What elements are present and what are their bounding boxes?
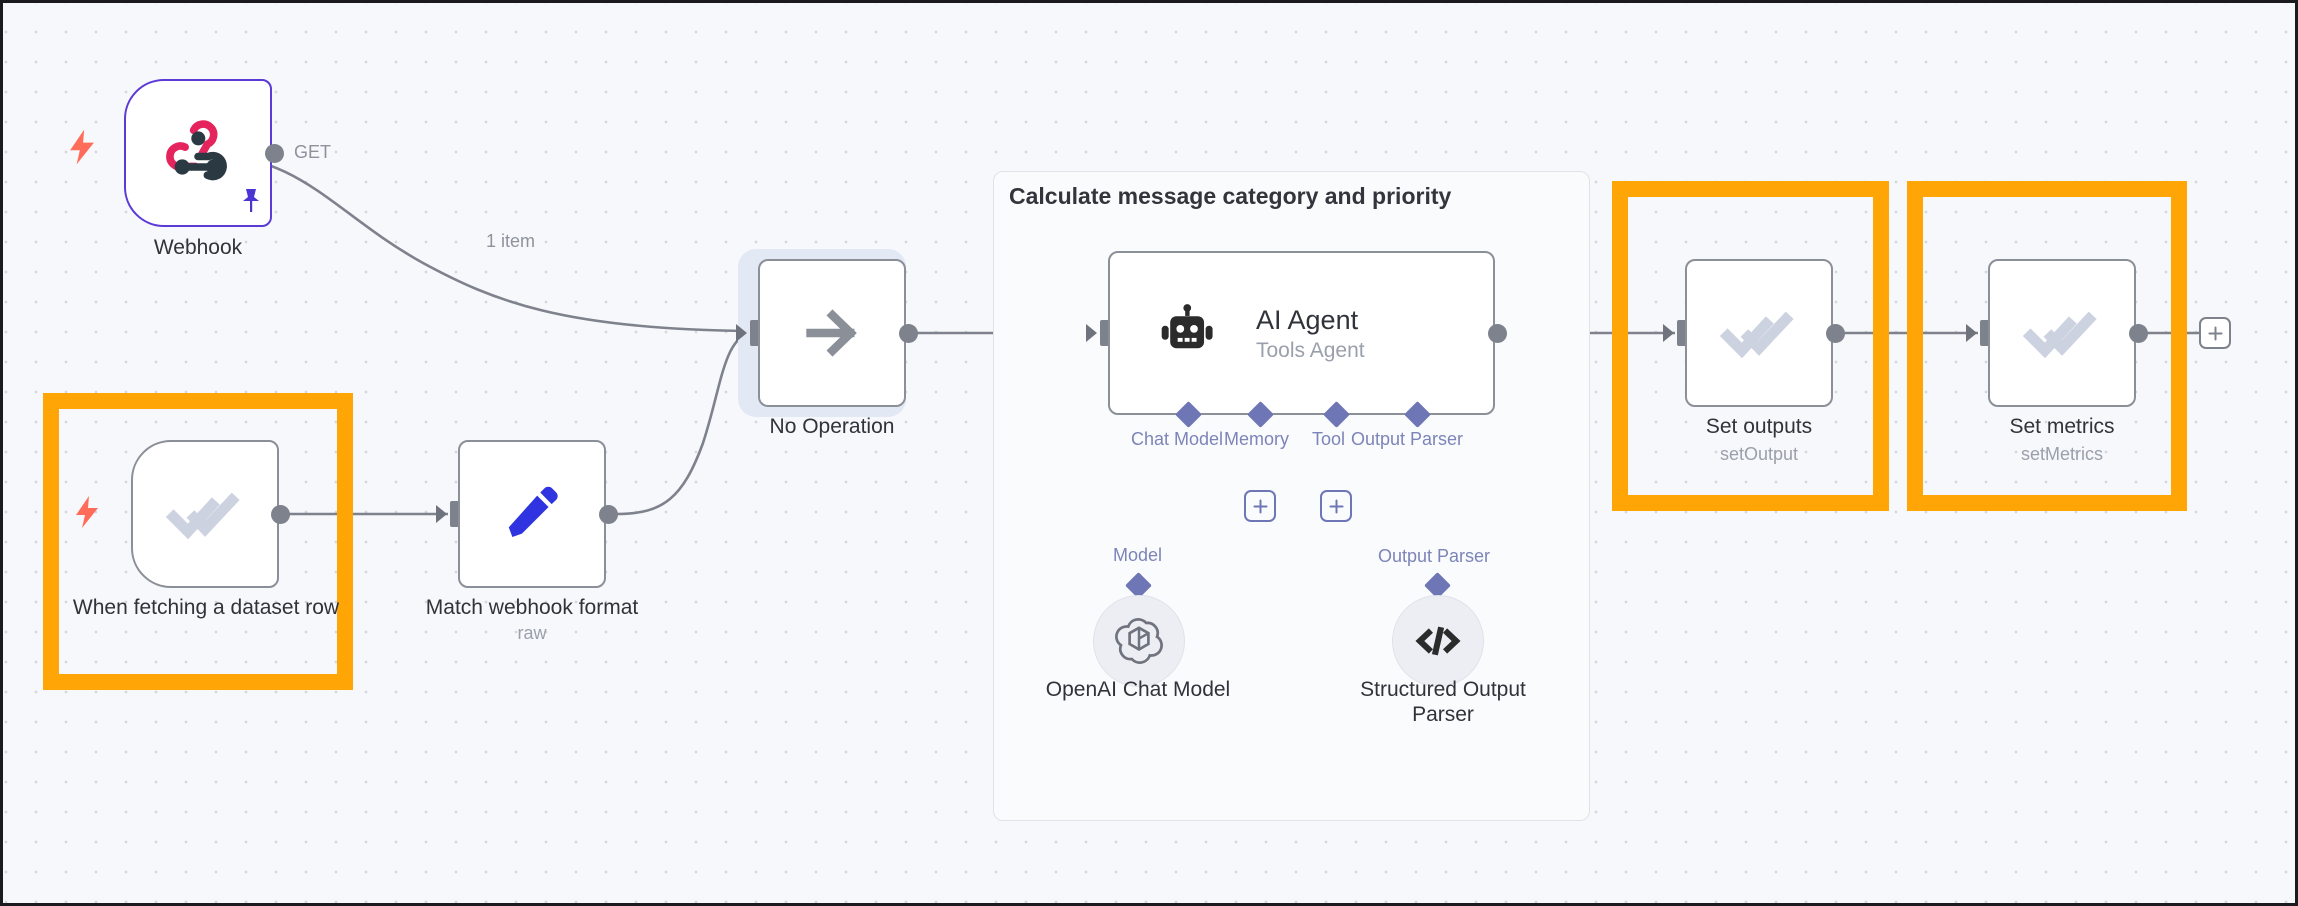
add-tool-button[interactable]	[1320, 490, 1352, 522]
plus-icon	[2207, 325, 2223, 341]
connection-label-one-item: 1 item	[483, 231, 539, 252]
openai-icon	[1115, 618, 1163, 664]
pin-icon	[241, 188, 261, 214]
node-set-metrics[interactable]	[1988, 259, 2136, 407]
webhook-icon	[166, 120, 227, 181]
port-in-set-outputs[interactable]	[1677, 320, 1688, 346]
port-out-set-outputs[interactable]	[1826, 324, 1845, 343]
group-title: Calculate message category and priority	[1009, 183, 1452, 209]
highlight-box-set-metrics	[1907, 181, 2187, 511]
node-openai-chat-model[interactable]	[1093, 595, 1185, 687]
double-check-icon	[2022, 311, 2097, 359]
node-sublabel-ai-agent: Tools Agent	[1256, 338, 1365, 362]
add-memory-button[interactable]	[1244, 490, 1276, 522]
node-sublabel-set-outputs: setOutput	[1719, 444, 1799, 464]
node-ai-agent[interactable]: AI Agent Tools Agent	[1108, 251, 1495, 415]
node-structured-output-parser[interactable]	[1392, 595, 1484, 687]
node-sublabel-match-webhook-format: raw	[517, 623, 547, 643]
port-in-arrow-match-webhook-format	[436, 505, 447, 523]
port-out-match-webhook-format[interactable]	[599, 505, 618, 524]
arrow-right-icon	[806, 309, 857, 357]
highlight-box-set-outputs	[1612, 181, 1889, 511]
port-out-when-fetching-a-dataset-row[interactable]	[271, 505, 290, 524]
node-set-outputs[interactable]	[1685, 259, 1833, 407]
port-in-arrow-set-metrics	[1966, 324, 1977, 342]
double-check-icon	[165, 492, 240, 540]
port-in-arrow-ai-agent	[1086, 324, 1097, 342]
plus-icon	[1328, 498, 1344, 514]
robot-icon	[1161, 304, 1213, 349]
port-label-tool: Tool	[1312, 429, 1346, 449]
trigger-bolt-icon	[69, 129, 95, 165]
node-label-no-operation: No Operation	[769, 415, 895, 438]
node-match-webhook-format[interactable]	[458, 440, 606, 588]
add-next-node-button[interactable]	[2199, 317, 2231, 349]
sub-connection-label-model: Model	[1113, 545, 1163, 565]
pencil-icon	[508, 486, 558, 537]
node-label-ai-agent: AI Agent	[1256, 304, 1359, 335]
port-out-webhook[interactable]	[265, 144, 284, 163]
code-brackets-icon	[1415, 626, 1461, 656]
node-label-match-webhook-format: Match webhook format	[425, 596, 639, 619]
node-webhook[interactable]	[124, 79, 272, 227]
double-check-icon	[1719, 311, 1794, 359]
node-label-openai-chat-model: OpenAI Chat Model	[1045, 678, 1231, 701]
port-in-arrow-set-outputs	[1663, 324, 1674, 342]
port-in-match-webhook-format[interactable]	[450, 501, 461, 527]
node-label-structured-output-parser: Structured Output Parser	[1360, 678, 1532, 726]
node-label-set-outputs: Set outputs	[1705, 415, 1813, 438]
port-out-set-metrics[interactable]	[2129, 324, 2148, 343]
node-label-set-metrics: Set metrics	[2009, 415, 2115, 438]
node-when-fetching-a-dataset-row[interactable]	[131, 440, 279, 588]
port-in-no-operation[interactable]	[750, 320, 761, 346]
port-label-chat-model: Chat Model	[1131, 429, 1224, 449]
highlight-box-when-fetching-dataset-row	[43, 393, 353, 690]
node-label-when-fetching-a-dataset-row: When fetching a dataset row	[72, 596, 340, 619]
sub-connection-label-output-parser: Output Parser	[1378, 546, 1491, 566]
node-label-webhook: Webhook	[153, 236, 243, 259]
port-in-set-metrics[interactable]	[1980, 320, 1991, 346]
plus-icon	[1252, 498, 1268, 514]
trigger-bolt-icon-dataset	[75, 495, 99, 529]
port-out-no-operation[interactable]	[899, 324, 918, 343]
node-no-operation[interactable]	[758, 259, 906, 407]
port-label-memory: Memory	[1224, 429, 1290, 449]
port-out-ai-agent[interactable]	[1488, 324, 1507, 343]
node-sublabel-set-metrics: setMetrics	[2020, 444, 2103, 464]
port-in-arrow-no-operation	[736, 324, 747, 342]
port-in-ai-agent[interactable]	[1100, 320, 1111, 346]
port-label-output-parser: Output Parser	[1351, 429, 1464, 449]
connection-label-get: GET	[291, 142, 335, 163]
